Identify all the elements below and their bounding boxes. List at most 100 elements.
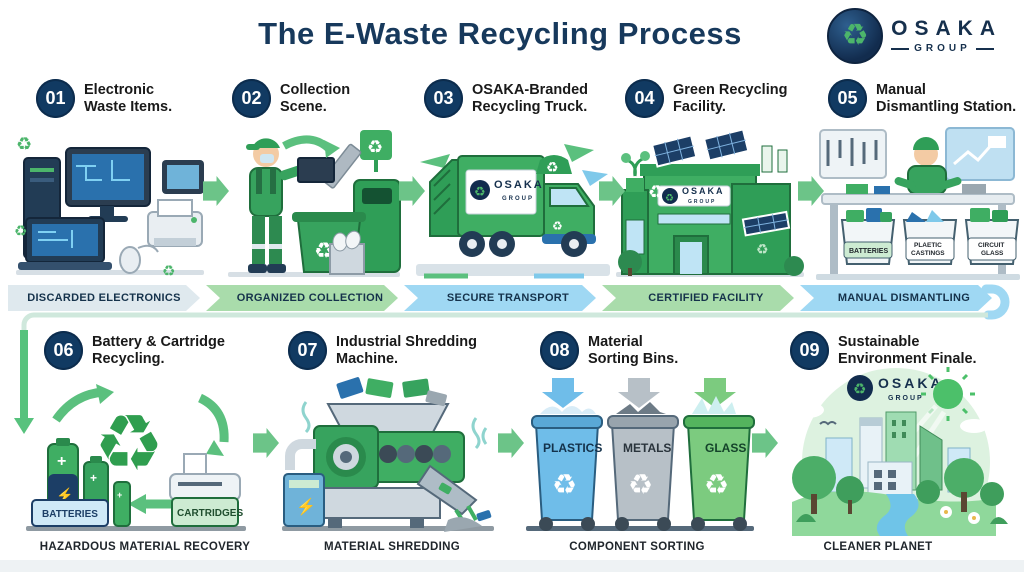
finale-brand-name: OSAKA [878,375,944,391]
step-06-badge: 06 [44,331,83,370]
banner-organized-collection: ORGANIZED COLLECTION [206,285,398,311]
cartridges-box-label: CARTRIDGES [177,508,243,519]
banner-secure-transport: SECURE TRANSPORT [404,285,596,311]
output-chute [416,464,492,532]
osaka-group-logo: ♻ OSAKA GROUP [827,8,1002,64]
facility-brand-name: OSAKA [682,186,725,196]
step-02-line2: Scene. [280,98,327,115]
step-04-line2: Facility. [673,98,726,115]
truck-brand-name: OSAKA [494,179,544,191]
bin-label: BATTERIES [849,248,888,255]
battery-cartridge-illustration: ♻ + ⚡ + + BATTERIES CARTRIDGES [26,384,246,531]
step-09-title: Sustainable Environment Finale. [838,334,977,367]
step-01-badge: 01 [36,79,75,118]
banner-discarded-electronics: DISCARDED ELECTRONICS [8,285,200,311]
logo-group-name: GROUP [914,43,971,54]
laptop [18,217,112,270]
facility-building: ♻ OSAKA GROUP ♻ ♻ [618,128,804,276]
shredder-illustration: ⚡ [282,377,494,532]
sorting-bins-illustration: PLASTICS ♻ METALS ♻ GLASS ♻ [526,378,755,531]
recycle-icon: ♻ [474,184,486,199]
dismantling-bin-circuit: CIRCUIT GLASS [964,208,1020,265]
step-03-header: 03 OSAKA-Branded Recycling Truck. [424,79,588,118]
step-08-line1: Material [588,333,643,350]
glass-label: GLASS [705,441,746,455]
recycle-icon: ♻ [665,193,674,204]
step-05-line1: Manual [876,81,926,98]
step-06-line1: Battery & Cartridge [92,333,225,350]
clean-planet-illustration: ♻ OSAKA GROUP [792,367,1008,536]
plastics-bin: PLASTICS ♻ [531,406,603,531]
park [792,456,1008,536]
recycle-icon: ♻ [314,238,334,263]
step-03-line1: OSAKA-Branded [472,81,589,98]
plus-icon: + [90,471,97,485]
glass-bin: GLASS ♻ [683,396,755,531]
logo-group-row: GROUP [891,43,1002,54]
step-03-title: OSAKA-Branded Recycling Truck. [472,82,588,115]
metals-arrow [618,378,660,408]
step-09-line2: Environment Finale. [838,350,977,367]
step-01-title: Electronic Waste Items. [84,82,172,115]
step-04-title: Green Recycling Facility. [673,82,787,115]
facility-brand-group: GROUP [688,199,716,205]
worker [246,138,335,273]
step-02-line1: Collection [280,81,351,98]
metals-label: METALS [623,441,671,455]
annex-roof-solar [741,210,791,237]
step-09-badge: 09 [790,331,829,370]
step-01-header: 01 Electronic Waste Items. [36,79,172,118]
step-08-line2: Sorting Bins. [588,350,679,367]
shredder-teeth [379,445,451,463]
recycle-icon: ♻ [552,219,563,233]
monitor [65,147,151,222]
printer [147,199,203,247]
plastics-label: PLASTICS [543,441,602,455]
step-05-line2: Dismantling Station. [876,98,1017,115]
batteries: + ⚡ + + BATTERIES [31,438,131,527]
step-07-badge: 07 [288,331,327,370]
glass-arrow [694,378,736,408]
dash-left [891,47,910,50]
recycle-icon: ♻ [546,159,559,175]
label-component-sorting: COMPONENT SORTING [569,541,705,553]
step-02-title: Collection Scene. [280,82,350,115]
step-06-header: 06 Battery & Cartridge Recycling. [44,331,225,370]
recycle-icon: ♻ [853,381,866,398]
wall-chart [945,127,1015,181]
step-06-line2: Recycling. [92,350,165,367]
label-material-shredding: MATERIAL SHREDDING [324,541,460,553]
recycle-icon: ♻ [552,469,577,500]
recycle-icon: ♻ [162,263,175,280]
recycle-icon: ♻ [648,182,664,202]
recycle-icon: ♻ [14,223,27,240]
step-04-badge: 04 [625,79,664,118]
recycle-icon: ♻ [16,134,32,154]
step-05-header: 05 Manual Dismantling Station. [828,79,1016,118]
banner-label: ORGANIZED COLLECTION [236,292,384,304]
banner-label: SECURE TRANSPORT [446,292,570,304]
page-title: The E-Waste Recycling Process [258,16,742,51]
control-box: ⚡ [283,439,325,527]
dismantling-bin-batteries: BATTERIES [840,208,896,265]
banner-label: MANUAL DISMANTLING [837,292,971,304]
recycle-icon: ♻ [704,469,729,500]
step-01-line1: Electronic [84,81,155,98]
electronics-illustration: ♻ ♻ ♻ [14,134,204,280]
dismantling-illustration: BATTERIES PLAETIC CASTINGS CIRCUIT GLASS [816,127,1020,280]
step-07-header: 07 Industrial Shredding Machine. [288,331,477,370]
step-07-title: Industrial Shredding Machine. [336,334,477,367]
bin-label-line1: PLAETIC [914,242,942,249]
recycle-icon: ♻ [367,137,383,157]
step-02-header: 02 Collection Scene. [232,79,350,118]
facility-illustration: ♻ OSAKA GROUP ♻ ♻ [616,128,804,277]
step-08-header: 08 Material Sorting Bins. [540,331,678,370]
step-01-line2: Waste Items. [84,98,173,115]
finale-brand-group: GROUP [888,395,924,402]
label-hazardous-material-recovery: HAZARDOUS MATERIAL RECOVERY [39,541,251,553]
cartridge-printer: CARTRIDGES [169,453,243,527]
bin-label-line2: CASTINGS [911,250,945,257]
tool-board [819,129,887,179]
